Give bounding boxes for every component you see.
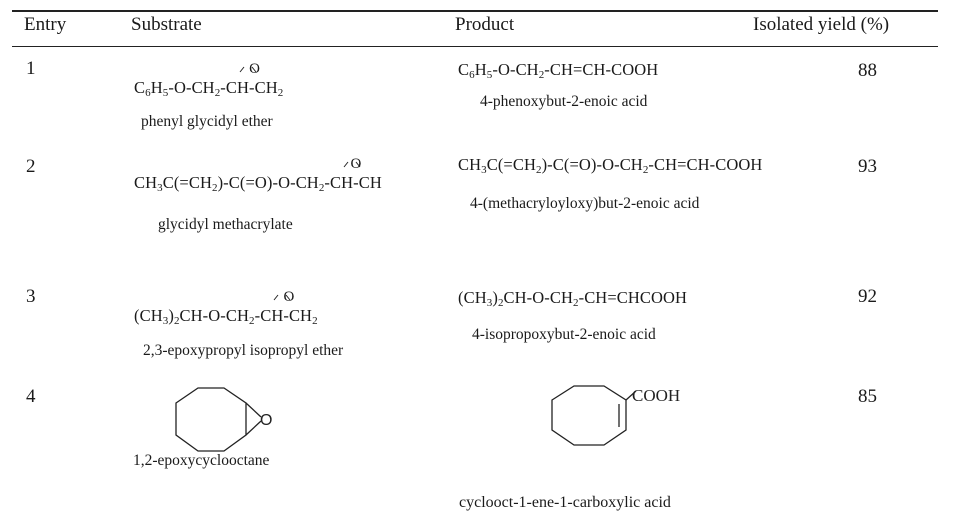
row-1-entry: 1 xyxy=(26,58,36,79)
row-4-entry: 4 xyxy=(26,386,36,407)
row-3-entry: 3 xyxy=(26,286,36,307)
header-product: Product xyxy=(455,14,515,35)
row-3-product-formula: (CH3)2CH-O-CH2-CH=CHCOOH xyxy=(458,288,688,309)
epoxide-bonds xyxy=(273,294,291,301)
row-2-product-name: 4-(methacryloyloxy)but-2-enoic acid xyxy=(470,195,700,212)
row-2-entry: 2 xyxy=(26,156,36,177)
header-entry: Entry xyxy=(24,14,67,35)
row-1-product-name: 4-phenoxybut-2-enoic acid xyxy=(480,93,648,110)
cyclooctenecarboxylic-acid-structure: COOH xyxy=(551,385,680,446)
header-rule xyxy=(12,46,938,47)
epoxide-bond-top xyxy=(245,402,262,418)
row-3-product-name: 4-isopropoxybut-2-enoic acid xyxy=(472,326,656,343)
cyclooctene-ring xyxy=(551,385,627,446)
row-3-substrate-name: 2,3-epoxypropyl isopropyl ether xyxy=(143,342,344,359)
row-4-product-name: cyclooct-1-ene-1-carboxylic acid xyxy=(459,494,671,511)
row-1-substrate-name: phenyl glycidyl ether xyxy=(141,113,273,130)
row-2-yield: 93 xyxy=(858,156,877,177)
epoxide-bond-bottom xyxy=(245,420,262,436)
carboxyl-bond xyxy=(625,390,637,401)
row-3-yield: 92 xyxy=(858,286,877,307)
row-4-substrate-name: 1,2-epoxycyclooctane xyxy=(133,452,270,469)
row-1-product-formula: C6H5-O-CH2-CH=CH-COOH xyxy=(458,60,659,81)
header-yield: Isolated yield (%) xyxy=(753,14,890,35)
row-2-product-formula: CH3C(=CH2)-C(=O)-O-CH2-CH=CH-COOH xyxy=(458,155,763,176)
epoxycyclooctane-structure: O xyxy=(175,387,272,452)
carboxyl-label: COOH xyxy=(632,386,680,405)
epoxide-bonds xyxy=(343,161,361,168)
epoxide-oxygen-label: O xyxy=(260,412,272,429)
row-4-yield: 85 xyxy=(858,386,877,407)
top-rule xyxy=(12,10,938,12)
header-substrate: Substrate xyxy=(131,14,202,35)
row-2-substrate-name: glycidyl methacrylate xyxy=(158,216,293,233)
cyclooctane-ring xyxy=(175,387,247,452)
row-1-yield: 88 xyxy=(858,60,877,81)
epoxide-bonds xyxy=(239,66,257,73)
